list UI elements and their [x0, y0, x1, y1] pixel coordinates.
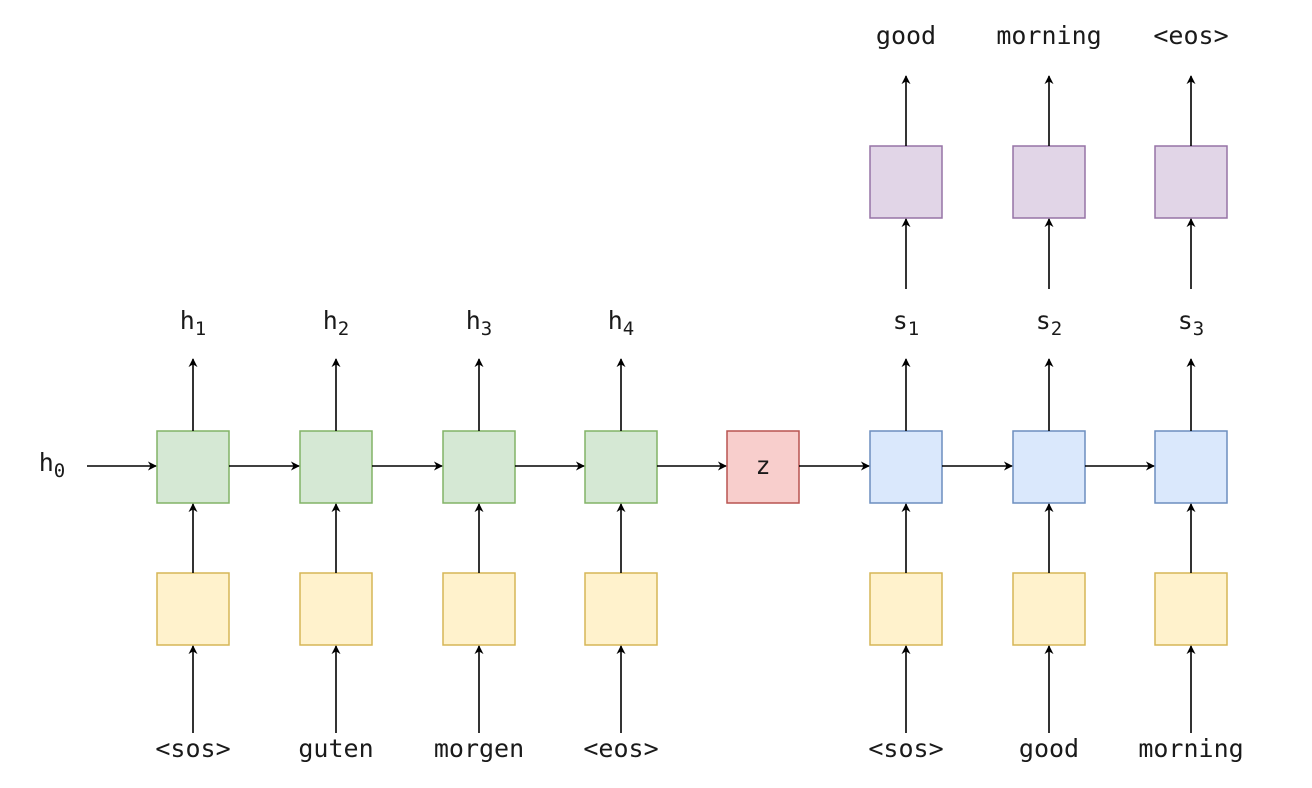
decoder-rnn-box	[869, 430, 943, 504]
encoder-input-token: <sos>	[155, 734, 230, 763]
embedding-box	[584, 572, 658, 646]
encoder-step-2: guten h2	[298, 306, 373, 763]
encoder-input-token: guten	[298, 734, 373, 763]
context-label: z	[755, 451, 770, 480]
embedding-box	[156, 572, 230, 646]
encoder-input-token: morgen	[434, 734, 524, 763]
embedding-box	[869, 572, 943, 646]
decoder-output-token: good	[876, 21, 936, 50]
encoder-rnn-box	[299, 430, 373, 504]
decoder-step-3: morning s3 <eos>	[1138, 21, 1243, 763]
encoder-rnn-box	[156, 430, 230, 504]
context-box	[726, 430, 800, 504]
decoder-output-token: morning	[996, 21, 1101, 50]
decoder-hidden-label: s2	[1036, 306, 1063, 340]
encoder-hidden-label: h2	[323, 306, 350, 340]
decoder-input-token: morning	[1138, 734, 1243, 763]
decoder-input-token: good	[1019, 734, 1079, 763]
decoder-rnn-box	[1012, 430, 1086, 504]
decoder-input-token: <sos>	[868, 734, 943, 763]
embedding-box	[442, 572, 516, 646]
encoder-step-3: morgen h3	[434, 306, 524, 763]
encoder-hidden-label: h3	[466, 306, 493, 340]
embedding-box	[1012, 572, 1086, 646]
embedding-box	[299, 572, 373, 646]
decoder-step-1: <sos> s1 good	[868, 21, 943, 763]
encoder-input-token: <eos>	[583, 734, 658, 763]
output-layer-box	[1154, 145, 1228, 219]
initial-state-label: h0	[39, 448, 66, 482]
output-layer-box	[1012, 145, 1086, 219]
encoder-hidden-label: h1	[180, 306, 207, 340]
decoder-step-2: good s2 morning	[996, 21, 1101, 763]
encoder-rnn-box	[584, 430, 658, 504]
output-layer-box	[869, 145, 943, 219]
context-vector: z	[726, 430, 800, 504]
encoder-hidden-label: h4	[608, 306, 635, 340]
decoder-output-token: <eos>	[1153, 21, 1228, 50]
encoder-step-1: <sos> h1	[155, 306, 230, 763]
decoder-hidden-label: s3	[1178, 306, 1205, 340]
decoder-hidden-label: s1	[893, 306, 920, 340]
decoder-rnn-box	[1154, 430, 1228, 504]
encoder-rnn-box	[442, 430, 516, 504]
arrows	[87, 75, 1196, 733]
embedding-box	[1154, 572, 1228, 646]
